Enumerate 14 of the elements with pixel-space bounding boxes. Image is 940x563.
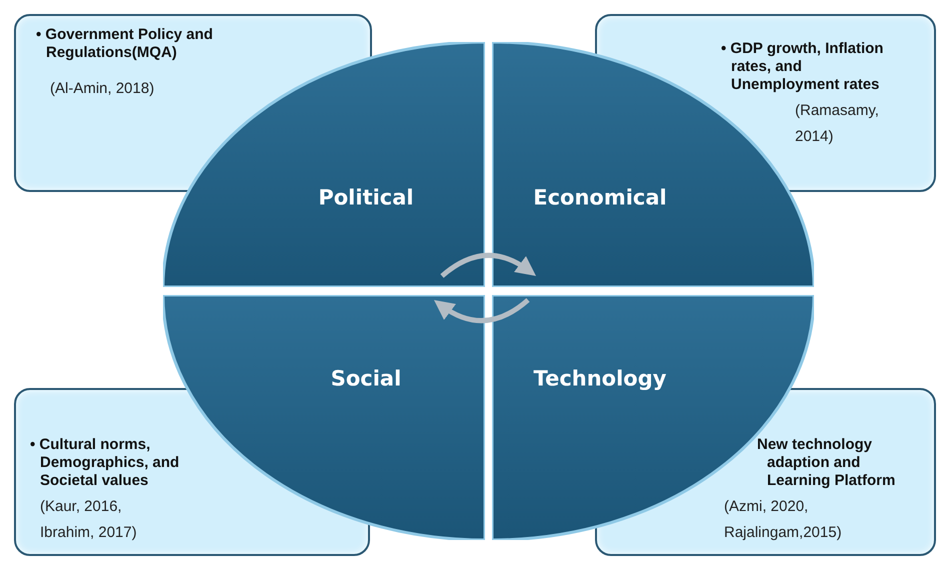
- bullet-text: • Cultural norms, Demographics, and Societal values: [30, 436, 180, 490]
- citation-text: (Azmi, 2020, Rajalingam,2015): [724, 498, 842, 541]
- bullet-text: • GDP growth, Inflation rates, and Unemployment rates: [721, 40, 884, 94]
- cycle-arrow: [434, 298, 530, 323]
- bullet-text: New technology adaption and Learning Platform: [757, 436, 896, 490]
- citation-text: (Ramasamy, 2014): [795, 102, 879, 145]
- citation-text: (Kaur, 2016, Ibrahim, 2017): [40, 498, 137, 541]
- quadrant-label: Technology: [534, 365, 666, 392]
- bullet-text: • Government Policy and Regulations(MQA): [36, 26, 214, 62]
- quadrant-label: Economical: [533, 184, 667, 212]
- cycle-arrow: [440, 253, 536, 278]
- quadrant-label: Social: [330, 365, 402, 392]
- quadrant-label: Political: [318, 184, 414, 212]
- citation-text: (Al-Amin, 2018): [50, 80, 154, 97]
